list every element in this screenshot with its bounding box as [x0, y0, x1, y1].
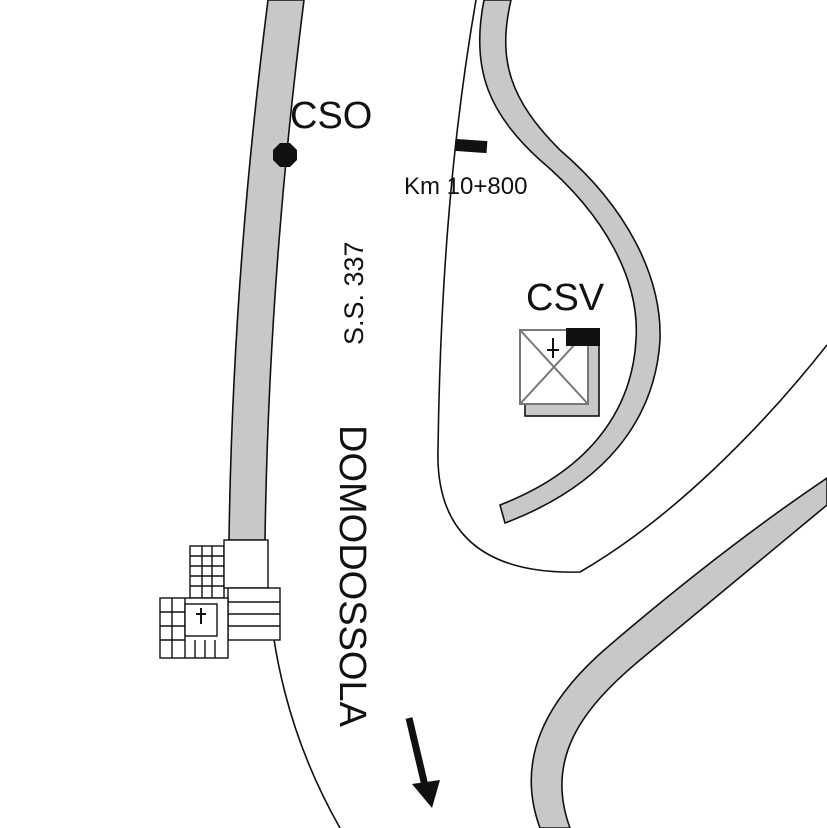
cso-marker-icon	[273, 143, 297, 167]
left-gray-band	[228, 0, 305, 541]
csv-label: CSV	[526, 277, 605, 319]
km-marker-icon	[454, 138, 488, 154]
road-right-edge	[437, 0, 827, 573]
direction-arrow-icon	[405, 717, 440, 808]
km-marker-label: Km 10+800	[404, 173, 527, 200]
direction-label: DOMODOSSOLA	[331, 425, 373, 728]
lower-right-gray-band	[530, 477, 827, 828]
cso-label: CSO	[290, 95, 372, 137]
road-name-label: S.S. 337	[339, 241, 369, 345]
left-building-cluster	[159, 539, 281, 659]
road-left-edge	[264, 539, 341, 828]
csv-church-icon	[547, 338, 559, 358]
csv-building	[519, 328, 600, 417]
left-church-icon	[196, 608, 206, 624]
right-curved-gray-band	[478, 0, 661, 525]
